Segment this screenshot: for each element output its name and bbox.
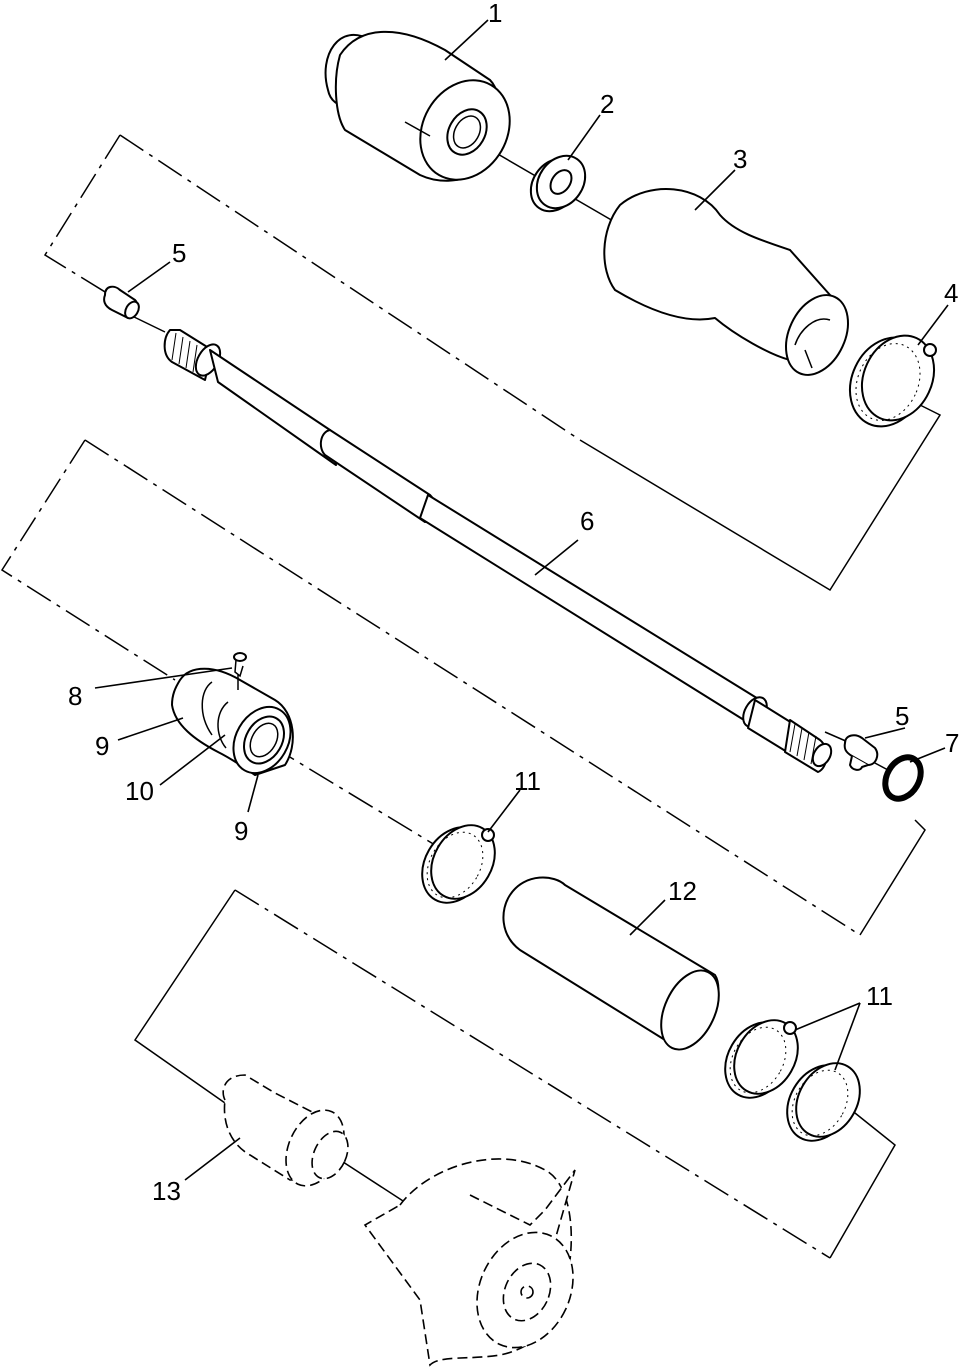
- label-part-11-upper: 11: [514, 766, 541, 796]
- axis-line-plug: [824, 731, 849, 743]
- label-part-4: 4: [944, 278, 958, 308]
- part-6-drive-shaft: [163, 329, 833, 773]
- assembly-outline-middle: [0, 439, 926, 936]
- axis-line-seal: [872, 761, 889, 771]
- axis-line-lower: [269, 744, 441, 849]
- label-part-2: 2: [600, 89, 614, 119]
- part-11-clamp-lower-a: [724, 1019, 799, 1099]
- part-11-clamp-upper: [421, 824, 496, 904]
- axis-line-shaft-end: [129, 314, 166, 333]
- part-7-o-ring: [882, 754, 924, 802]
- part-13-output-coupler: [222, 1074, 349, 1187]
- assembly-outline-lower: [133, 889, 896, 1259]
- label-part-12: 12: [668, 876, 697, 906]
- label-part-8: 8: [68, 681, 82, 711]
- label-part-7: 7: [945, 728, 959, 758]
- part-12-sleeve: [502, 876, 720, 1051]
- part-9-10-coupler: [171, 667, 294, 776]
- label-part-5-lower: 5: [895, 701, 909, 731]
- part-5-plug-upper: [103, 285, 140, 320]
- label-part-11-lower: 11: [866, 981, 893, 1011]
- label-part-9-left: 9: [95, 731, 109, 761]
- part-2-washer: [529, 154, 587, 213]
- label-part-5-upper: 5: [172, 238, 186, 268]
- label-part-13: 13: [152, 1176, 181, 1206]
- label-part-9-bottom: 9: [234, 816, 248, 846]
- part-3-boot: [603, 188, 849, 376]
- part-4-clamp: [849, 334, 937, 428]
- label-part-3: 3: [733, 144, 747, 174]
- part-8-set-screw: [233, 652, 247, 690]
- part-5-plug-lower: [843, 734, 879, 771]
- label-part-6: 6: [580, 506, 594, 536]
- part-1-damper: [324, 30, 511, 182]
- label-part-10: 10: [125, 776, 154, 806]
- pump-housing-phantom: [363, 1158, 576, 1367]
- assembly-outline-upper: [43, 134, 942, 592]
- leader-lines: [94, 19, 949, 1181]
- label-part-1: 1: [488, 0, 502, 28]
- part-11-clamp-lower-b: [786, 1062, 861, 1142]
- callout-labels: 1 2 3 4 5 6 5 7 8 9 10 9 11 12 11 13: [68, 0, 959, 1206]
